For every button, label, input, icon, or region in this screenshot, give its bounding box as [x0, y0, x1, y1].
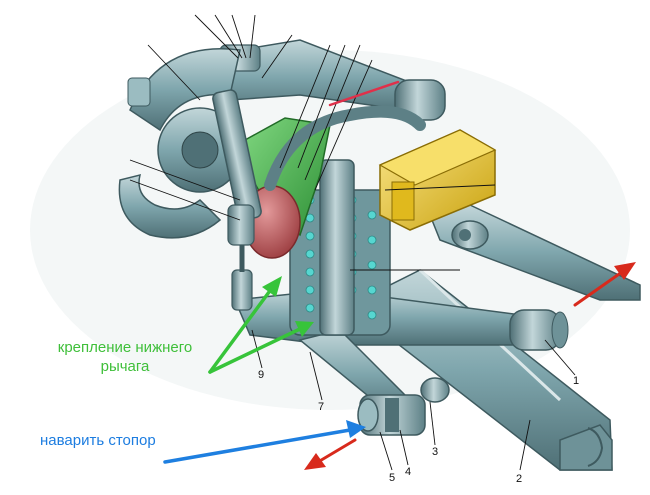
green-arrows — [208, 286, 304, 374]
upper-control-arm — [208, 39, 446, 191]
red-arrow-bottom-head — [304, 453, 326, 470]
lower-arm-mount-annotation: крепление нижнего рычага — [30, 338, 220, 376]
blue-arrow-shaft — [163, 428, 352, 464]
part-number-7: 7 — [318, 401, 324, 413]
part-number-4: 4 — [405, 466, 411, 478]
cross-member — [428, 204, 641, 301]
pivot-bolt-assembly — [357, 377, 450, 436]
part-number-5: 5 — [389, 472, 395, 484]
green-arrowhead-upper — [262, 276, 282, 297]
steering-knuckle — [212, 89, 262, 311]
green-arrowhead-lower — [295, 321, 314, 337]
red-arrow-right-head — [614, 262, 636, 280]
weld-stop-annotation: наварить стопор — [40, 432, 156, 449]
lower-arm-mount-line1: крепление нижнего — [57, 339, 193, 356]
lower-arm-mount-line2: рычага — [100, 358, 150, 375]
frame-section-yellow — [378, 129, 497, 231]
coil-spring — [289, 159, 391, 336]
blue-arrowhead — [346, 420, 366, 438]
part-number-3: 3 — [432, 446, 438, 458]
red-arrow-bottom-shaft — [316, 438, 357, 464]
red-arrow-top — [328, 80, 400, 107]
part-number-9: 9 — [258, 369, 264, 381]
leader-lines — [129, 14, 576, 471]
part-number-1: 1 — [573, 375, 579, 387]
part-number-2: 2 — [516, 473, 522, 485]
red-arrow-right-shaft — [573, 270, 624, 307]
shock-absorber — [319, 159, 355, 336]
